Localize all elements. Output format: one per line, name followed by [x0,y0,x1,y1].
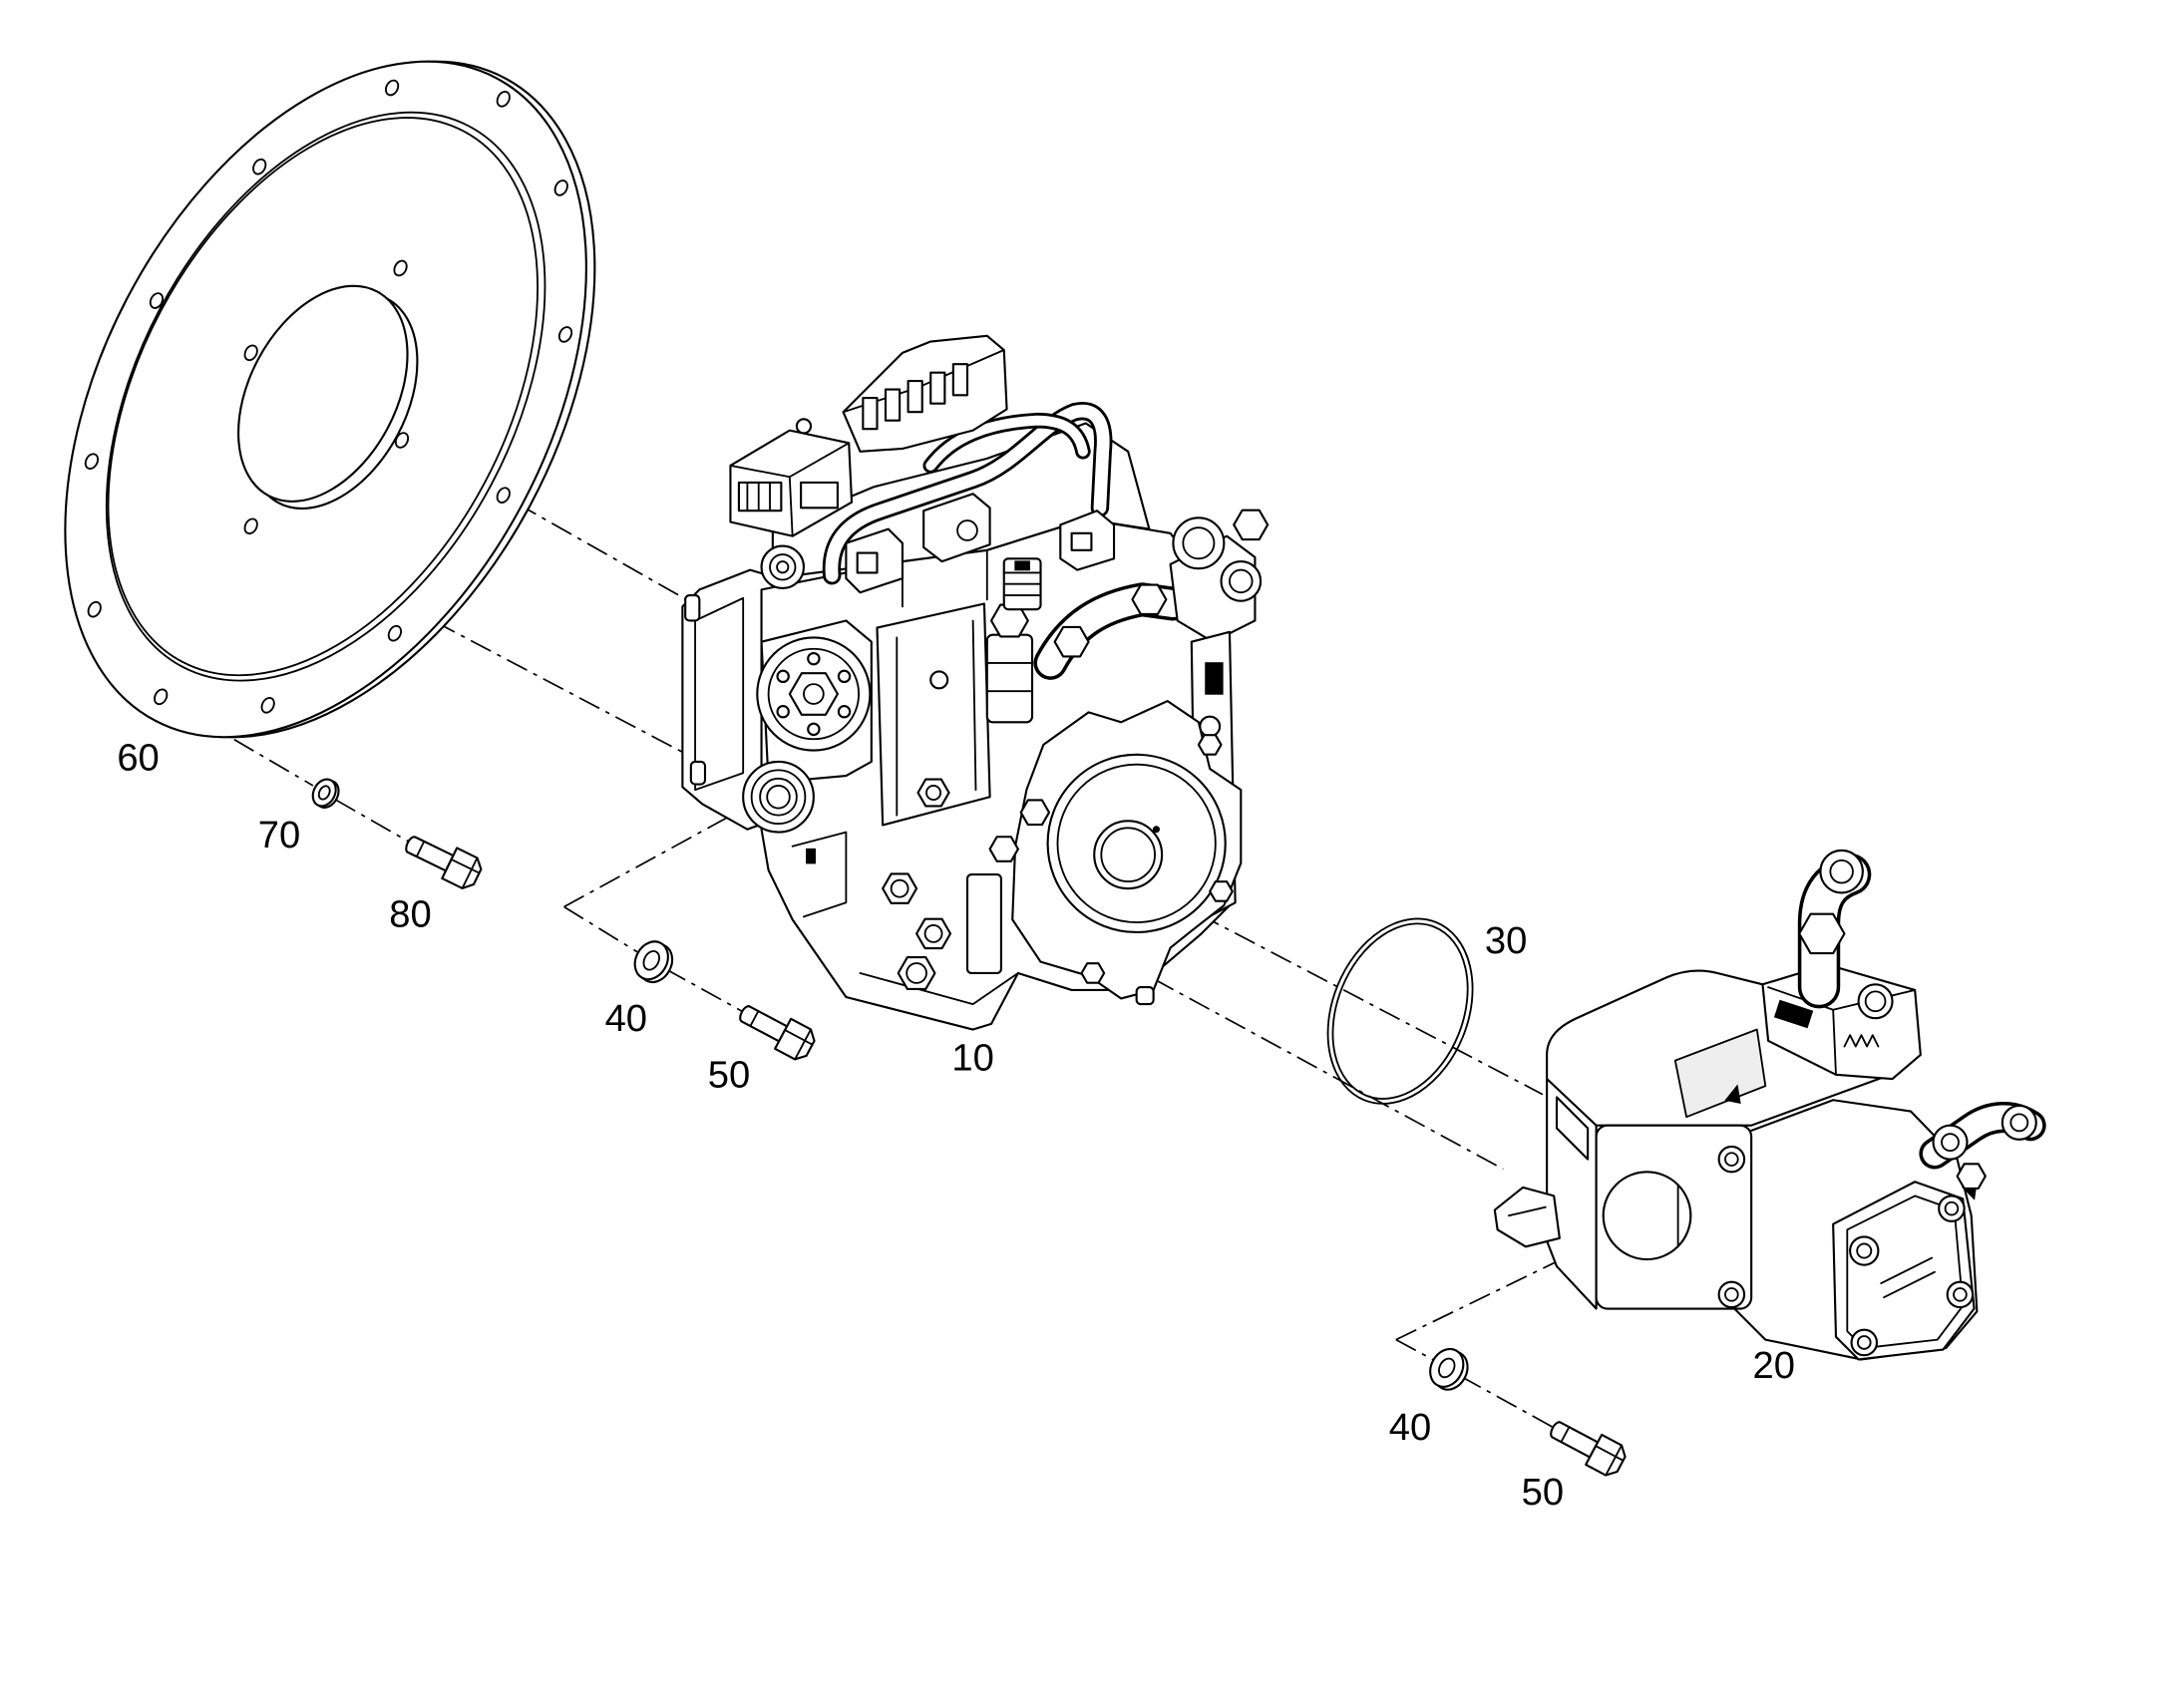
top-elbow-fitting [1797,849,1872,1009]
connector-plug [845,493,1116,594]
main-pump-assembly [681,334,1270,1031]
washer-70 [311,778,340,809]
hub-bolt-holes [243,259,410,535]
callout-80: 80 [389,892,431,935]
callout-30: 30 [1485,919,1527,962]
callout-labels: 60 70 80 40 50 10 30 40 50 20 [117,736,1795,1514]
end-cap [1832,1181,1976,1361]
callout-10: 10 [951,1037,993,1080]
gauge-port [1857,983,1894,1020]
rear-mounting-housing [681,568,780,831]
bolt-50-upper [739,1005,816,1061]
auxiliary-mounting-flange [1011,700,1243,1006]
solenoid-connector [729,429,854,537]
callout-50-upper: 50 [708,1054,750,1097]
callout-60: 60 [117,736,159,779]
side-elbow-fitting [1919,1102,2046,1190]
lower-fittings [806,836,1019,991]
mounting-ear [1493,1186,1561,1248]
top-right-fittings [1169,509,1270,643]
pump-mounting-face [1595,1124,1753,1310]
elbow-fitting [1033,582,1191,680]
plate-center-hub [237,284,419,511]
pressure-sensor [985,557,1042,724]
pilot-tube [822,402,1113,585]
bolt-50-lower [1550,1421,1627,1477]
pump-side-face [1546,1077,1598,1310]
callout-50-lower: 50 [1522,1471,1564,1514]
callout-40-upper: 40 [605,997,647,1040]
adapter-plate [64,60,596,739]
callout-20: 20 [1753,1344,1795,1387]
plate-bolt-holes [84,79,573,714]
gear-pump-assembly [1493,849,2046,1361]
washer-40-upper [633,940,674,984]
o-ring [1326,917,1474,1105]
center-block [876,602,991,827]
valve-cover [756,619,873,785]
bolt-80 [405,836,483,889]
port-fitting [742,760,815,834]
ring-port [760,544,806,590]
callout-40-lower: 40 [1389,1406,1431,1449]
callout-70: 70 [258,814,300,856]
harness-connector [795,334,1008,453]
washer-40-lower [1429,1347,1469,1391]
